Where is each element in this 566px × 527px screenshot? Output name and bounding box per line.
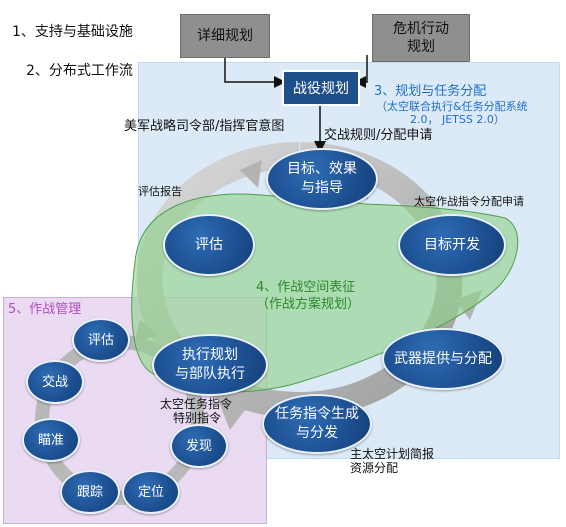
node-weapon-allocation-label: 武器提供与分配 [394, 350, 492, 367]
small-node-assess-label: 评估 [87, 332, 114, 348]
node-task-order-line2: 与分发 [296, 425, 338, 441]
detailed-planning-box: 详细规划 [180, 14, 270, 58]
space-task-directive-line2: 特别指令 [173, 411, 222, 425]
node-exec-plan-line2: 与部队执行 [175, 366, 245, 382]
small-node-find-label: 发现 [185, 438, 212, 454]
node-execution-planning: 执行规划 与部队执行 [152, 334, 268, 396]
section4-title: 4、作战空间表征 [256, 280, 356, 295]
master-space-plan-line1: 主太空计划简报 [350, 447, 435, 461]
node-exec-plan-line1: 执行规划 [182, 347, 238, 363]
small-node-assess: 评估 [72, 318, 130, 362]
node-weapon-allocation: 武器提供与分配 [382, 328, 504, 390]
section3-subtitle-line2: 2.0， JETSS 2.0） [410, 113, 505, 126]
small-node-aim: 瞄准 [22, 418, 80, 462]
small-node-aim-label: 瞄准 [37, 432, 64, 448]
node-target-development: 目标开发 [398, 214, 506, 276]
small-node-track: 跟踪 [60, 470, 120, 514]
small-node-fix: 定位 [122, 470, 180, 514]
assessment-report-label: 评估报告 [138, 185, 182, 198]
rules-of-engagement-label: 交战规则/分配申请 [324, 128, 433, 143]
node-assessment-label: 评估 [195, 236, 223, 253]
legend-item-distributed-workflow: 2、分布式工作流 [26, 63, 133, 79]
small-node-engage: 交战 [26, 360, 84, 404]
space-task-directive-line1: 太空任务指令 [160, 397, 233, 411]
node-task-order-line1: 任务指令生成 [275, 406, 359, 422]
crisis-action-label-line2: 规划 [407, 39, 435, 55]
small-node-engage-label: 交战 [41, 374, 68, 390]
node-assessment: 评估 [163, 214, 255, 276]
small-node-track-label: 跟踪 [76, 484, 103, 500]
campaign-planning-box: 战役规划 [282, 70, 360, 106]
node-objectives-line2: 与指导 [301, 180, 343, 196]
detailed-planning-label: 详细规划 [197, 28, 253, 44]
master-space-plan-line2: 资源分配 [350, 461, 399, 475]
crisis-action-planning-box: 危机行动 规划 [372, 14, 470, 62]
section3-title: 3、规划与任务分配 [374, 84, 487, 99]
section3-subtitle-line1: （太空联合执行&任务分配系统 [376, 100, 528, 113]
node-objectives-effects-guidance: 目标、效果 与指导 [266, 148, 378, 210]
node-objectives-line1: 目标、效果 [287, 161, 357, 177]
section4-subtitle: （作战方案规划） [256, 297, 361, 312]
small-node-find: 发现 [170, 424, 228, 468]
section5-title: 5、作战管理 [8, 302, 82, 317]
campaign-planning-label: 战役规划 [293, 81, 349, 97]
stratcom-intent-label: 美军战略司令部/指挥官意图 [124, 119, 285, 134]
small-node-fix-label: 定位 [137, 484, 164, 500]
space-ops-request-label: 太空作战指令分配申请 [414, 195, 524, 208]
node-task-order-generation: 任务指令生成 与分发 [262, 394, 372, 454]
legend-item-support-infrastructure: 1、支持与基础设施 [12, 24, 133, 40]
crisis-action-label-line1: 危机行动 [393, 21, 449, 37]
node-target-development-label: 目标开发 [424, 236, 480, 253]
